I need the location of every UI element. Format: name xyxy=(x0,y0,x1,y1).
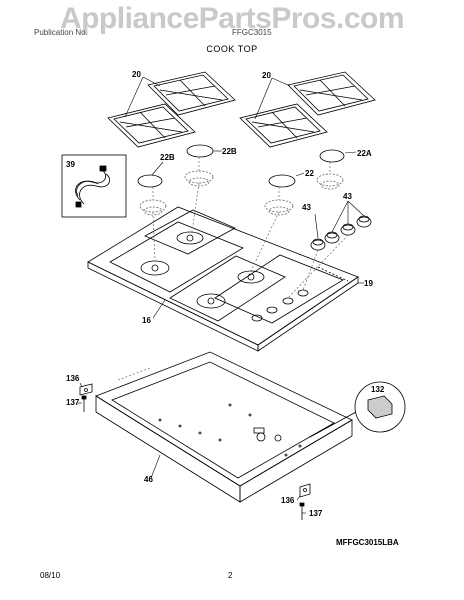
burner-box xyxy=(95,351,353,503)
wire-harness xyxy=(75,165,110,208)
burner-cap-22b xyxy=(137,174,163,188)
model-code: MFFGC3015LBA xyxy=(336,538,399,547)
page-title: COOK TOP xyxy=(206,44,258,54)
callout-16: 16 xyxy=(142,316,151,325)
screw-137-right xyxy=(299,502,305,520)
callout-136-left: 136 xyxy=(66,374,80,383)
callout-137-right: 137 xyxy=(309,509,323,518)
callout-19: 19 xyxy=(364,279,373,288)
callout-132: 132 xyxy=(371,385,385,394)
callout-22b: 22B xyxy=(160,153,175,162)
cooktop-panel xyxy=(87,206,359,352)
callout-22: 22 xyxy=(305,169,314,178)
watermark: AppliancePartsPros.com xyxy=(59,2,405,35)
grate-left-back xyxy=(147,71,236,116)
bracket-136-right xyxy=(299,483,311,498)
callout-43-left: 43 xyxy=(302,203,311,212)
harness-inset-box xyxy=(61,154,127,218)
grate-right-back xyxy=(287,71,376,116)
footer-date: 08/10 xyxy=(40,571,61,580)
control-knobs xyxy=(310,215,372,251)
publication-label: Publication No. xyxy=(34,28,88,37)
callout-137-left: 137 xyxy=(66,398,80,407)
clip-132-detail xyxy=(309,381,406,438)
callout-20-left: 20 xyxy=(132,70,141,79)
callout-43-right: 43 xyxy=(343,192,352,201)
screw-137-left xyxy=(81,395,87,412)
burner-cap-22a xyxy=(319,149,345,163)
callout-22a: 22A xyxy=(357,149,372,158)
callout-22b-top: 22B xyxy=(222,147,237,156)
callout-20-right: 20 xyxy=(262,71,271,80)
callout-39: 39 xyxy=(66,160,75,169)
footer-page-number: 2 xyxy=(228,571,233,580)
callout-46: 46 xyxy=(144,475,153,484)
burner-cap-22 xyxy=(268,174,296,188)
grate-right-front xyxy=(239,103,328,148)
burner-cap-22b-top xyxy=(186,144,214,158)
bracket-136-left xyxy=(79,383,93,396)
header-model: FFGC3015 xyxy=(232,28,272,37)
grate-left-front xyxy=(107,103,196,148)
callout-136-right: 136 xyxy=(281,496,295,505)
